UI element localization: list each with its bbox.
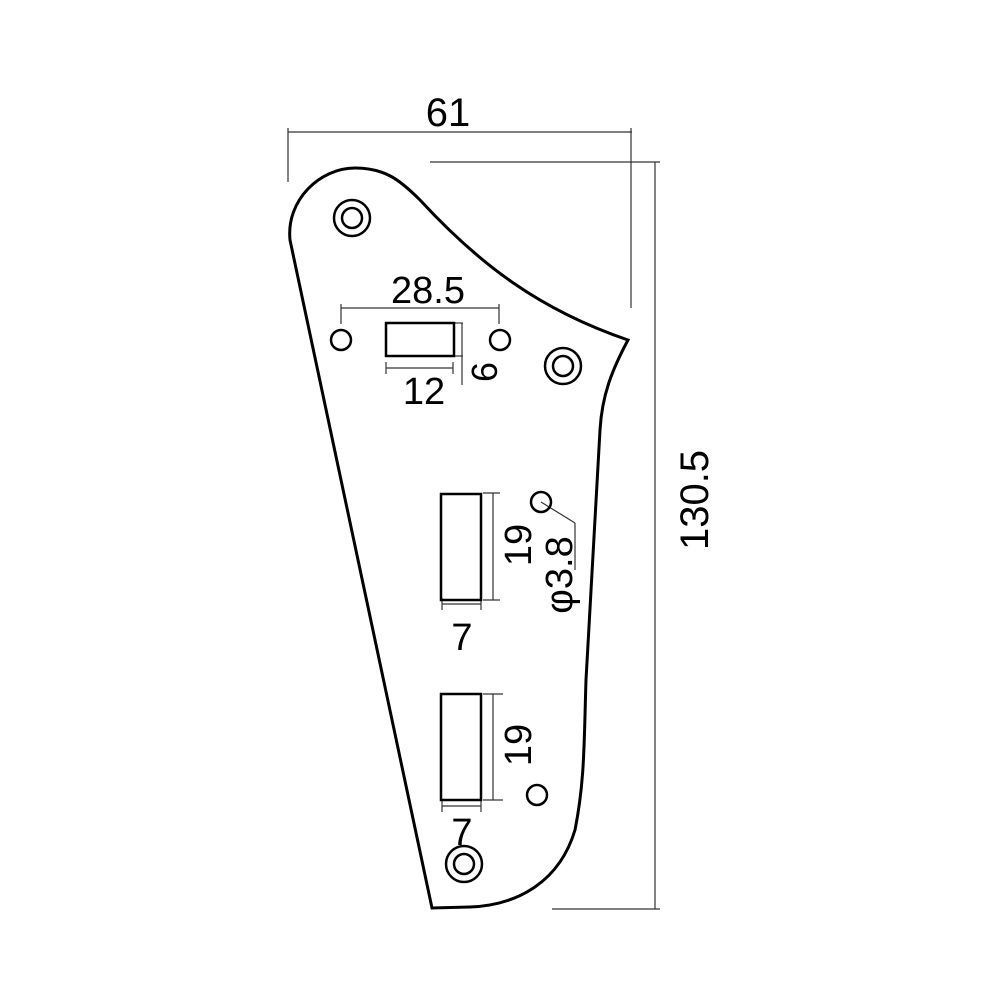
lower-slot-length-label: 19 [498, 724, 540, 766]
upper-slot-width-label: 7 [451, 617, 472, 659]
mount-screw-hole-bottom [444, 844, 484, 884]
switch-slot [384, 321, 456, 358]
hole-diameter-label: φ3.8 [539, 536, 581, 613]
dimension-lines [287, 128, 660, 910]
switch-hole-right [488, 328, 512, 352]
upper-slot-length-label: 19 [498, 524, 540, 566]
lower-slot [439, 692, 483, 802]
mount-screw-hole-top [332, 198, 372, 238]
hole-spacing-label: 28.5 [391, 270, 465, 312]
mount-screw-hole-right [543, 346, 583, 386]
width-label: 61 [426, 91, 471, 135]
switch-slot-height-label: 6 [464, 362, 505, 382]
control-plate-outline [288, 166, 631, 910]
switch-hole-left [329, 328, 353, 352]
pot-hole-upper [529, 490, 553, 514]
upper-slot [439, 492, 483, 602]
lower-slot-width-label: 7 [451, 812, 472, 854]
switch-slot-width-label: 12 [403, 371, 445, 413]
mount-screw-hole-top-inner [340, 206, 364, 230]
height-label: 130.5 [673, 450, 717, 550]
mount-screw-hole-bottom-inner [452, 852, 476, 876]
pot-hole-lower [525, 783, 549, 807]
mount-screw-hole-right-inner [551, 354, 575, 378]
